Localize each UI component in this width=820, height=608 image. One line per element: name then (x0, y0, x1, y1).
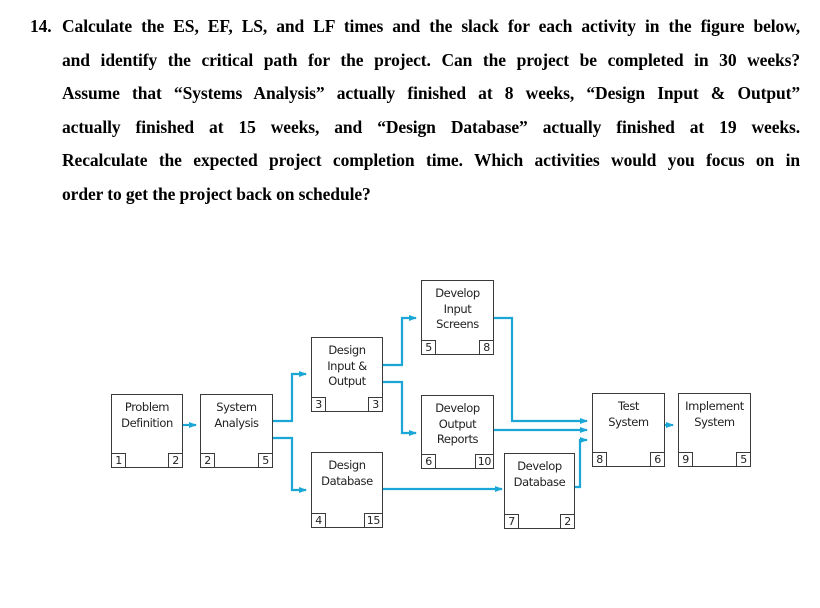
activity-number: 9 (678, 452, 693, 467)
activity-duration: 6 (650, 452, 665, 467)
question-line-3: Assume that “Systems Analysis” actually … (62, 83, 800, 103)
question-line-2: and identify the critical path for the p… (62, 49, 800, 70)
activity-number: 3 (311, 397, 326, 412)
question-line-6: order to get the project back on schedul… (62, 183, 371, 204)
question-text: 14.Calculate the ES, EF, LS, and LF time… (30, 10, 800, 211)
question-line-4: actually finished at 15 weeks, and “Desi… (62, 116, 800, 137)
activity-number: 5 (421, 340, 436, 355)
activity-duration: 3 (368, 397, 383, 412)
question-line-5: Recalculate the expected project complet… (62, 150, 800, 170)
activity-duration: 10 (474, 454, 494, 469)
activity-number: 6 (421, 454, 436, 469)
activity-number: 8 (592, 452, 607, 467)
activity-duration: 5 (736, 452, 751, 467)
activity-number: 4 (311, 513, 326, 528)
activity-duration: 2 (560, 514, 575, 529)
activity-duration: 5 (258, 453, 273, 468)
activity-duration: 15 (363, 513, 383, 528)
activity-duration: 2 (168, 453, 183, 468)
activity-duration: 8 (479, 340, 494, 355)
activity-number: 2 (200, 453, 215, 468)
question-number: 14. (30, 16, 52, 36)
activity-number: 7 (504, 514, 519, 529)
question-line-1: 14.Calculate the ES, EF, LS, and LF time… (30, 10, 800, 44)
activity-number: 1 (111, 453, 126, 468)
